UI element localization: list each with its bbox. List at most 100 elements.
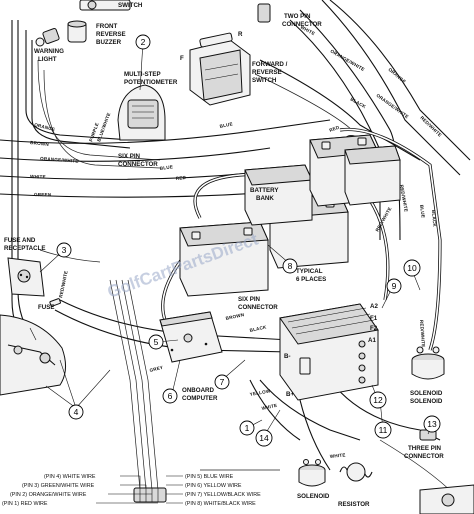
battery-3 [244,164,313,226]
mcp-potentiometer [117,84,166,141]
wire-label-purple: PURPLE [88,122,99,142]
battery-5 [344,145,401,206]
reverse-buzzer [67,20,87,43]
fuse-receptacle [7,257,45,297]
svg-text:8: 8 [288,261,293,271]
label-b-minus: B- [284,353,291,360]
pin-label-6: (PIN 6) YELLOW WIRE [185,483,242,489]
wire-label-red-white-top: RED/WHITE [419,115,442,138]
label-f-marker: F [180,55,184,62]
motor [419,484,474,514]
label-f1: F1 [370,315,378,322]
label-sixpin-top-1: SIX PIN [118,153,141,160]
svg-text:10: 10 [407,263,417,273]
forward-reverse-switch [189,32,251,106]
svg-text:1: 1 [245,423,250,433]
wire-label-blue-r: BLUE [419,204,426,218]
label-threepin-1: THREE PIN [408,445,442,452]
svg-text:9: 9 [392,281,397,291]
label-typical-1: TYPICAL [296,268,323,275]
callouts: 1 2 3 4 5 6 7 8 9 10 11 12 13 14 [56,34,441,447]
label-onboard-1: ONBOARD [182,387,214,394]
svg-text:11: 11 [379,425,388,435]
fuse [49,298,61,307]
svg-text:2: 2 [141,37,146,47]
callout-11: 11 [374,421,392,439]
label-warning-1: WARNING [34,48,64,55]
svg-text:4: 4 [74,407,79,417]
label-frsw-1: FORWARD / [252,61,288,68]
warning-light [35,28,60,47]
label-frsw-2: REVERSE [252,69,282,76]
label-buzzer-1: FRONT [96,23,118,30]
wire-label-black-mid: BLACK [249,324,267,333]
callout-14: 14 [255,429,273,447]
label-buzzer-2: REVERSE [96,31,126,38]
label-frsw-3: SWITCH [252,77,277,84]
label-a2: A2 [370,303,378,310]
pin-label-2: (PIN 2) ORANGE/WHITE WIRE [10,492,87,498]
label-battery-2: BANK [256,195,274,202]
callout-10: 10 [403,259,421,277]
wire-label-red-2: RED [329,125,341,133]
solenoid-bottom [298,459,326,487]
label-b-plus: B+ [286,391,294,398]
label-f2: F2 [370,325,378,332]
callout-1: 1 [239,420,255,436]
wire-label-red-white-sol: RED/WHITE [419,320,426,348]
label-r-marker: R [238,31,243,38]
wire-label-white-low: WHITE [261,403,278,411]
callout-8: 8 [282,258,298,274]
svg-text:14: 14 [259,433,269,443]
label-twopin-2: CONNECTOR [282,21,322,28]
callout-13: 13 [423,415,441,433]
wire-label-blue-1: BLUE [159,164,173,171]
label-solenoid-r-2: SOLENOID [410,398,443,405]
pin-label-7: (PIN 7) YELLOW/BLACK WIRE [185,492,261,498]
label-onboard-2: COMPUTER [182,395,218,402]
wire-label-red-1: RED [176,175,187,181]
motor-controller [279,303,379,401]
label-buzzer-3: BUZZER [96,39,122,46]
label-sixpin-mid-1: SIX PIN [238,296,261,303]
pin-connector-bottom [133,487,167,503]
wire-label-red-white-r: RED/WHITE [399,184,409,212]
wire-label-orange-white-top: ORANGE/WHITE [330,49,366,73]
label-typical-2: 6 PLACES [296,276,326,283]
svg-text:5: 5 [154,337,159,347]
wire-label-orange-white: ORANGE/WHITE [40,156,79,164]
wire-label-blue-2: BLUE [219,121,233,129]
battery-bank [179,134,401,297]
pin-label-3: (PIN 3) GREEN/WHITE WIRE [22,483,95,489]
wire-label-orange: ORANGE [34,122,56,132]
callout-leaders [39,41,433,437]
wire-label-orange-r2: ORANGE [387,67,407,85]
label-sixpin-top-2: CONNECTOR [118,161,158,168]
wire-label-brown-mid: BROWN [225,312,245,321]
wire-label-white-bottom: WHITE [330,452,346,459]
svg-text:7: 7 [220,377,225,387]
label-mcp-2: POTENTIOMETER [124,79,178,86]
callout-12: 12 [369,391,387,409]
label-resistor: RESISTOR [338,501,370,508]
pin-labels: (PIN 4) WHITE WIRE (PIN 3) GREEN/WHITE W… [2,474,261,507]
wire-label-grey: GREY [149,365,164,373]
pin-label-5: (PIN 5) BLUE WIRE [185,474,234,480]
callout-5: 5 [148,334,164,350]
pin-label-4: (PIN 4) WHITE WIRE [44,474,96,480]
svg-text:13: 13 [427,419,437,429]
two-pin-connector [257,3,271,23]
wire-label-white: WHITE [30,174,46,180]
pin-label-8: (PIN 8) WHITE/BLACK WIRE [185,501,256,507]
wire-label-red-white-fuse: RED/WHITE [58,270,69,298]
label-threepin-2: CONNECTOR [404,453,444,460]
callout-7: 7 [214,374,230,390]
callout-4: 4 [68,404,84,420]
wire-label-white-top: WHITE [300,24,316,36]
label-solenoid-bottom: SOLENOID [297,493,330,500]
callout-6: 6 [162,388,178,404]
wire-label-brown: BROWN [30,140,50,147]
callout-3: 3 [56,242,72,258]
label-fuse: FUSE [38,304,55,311]
